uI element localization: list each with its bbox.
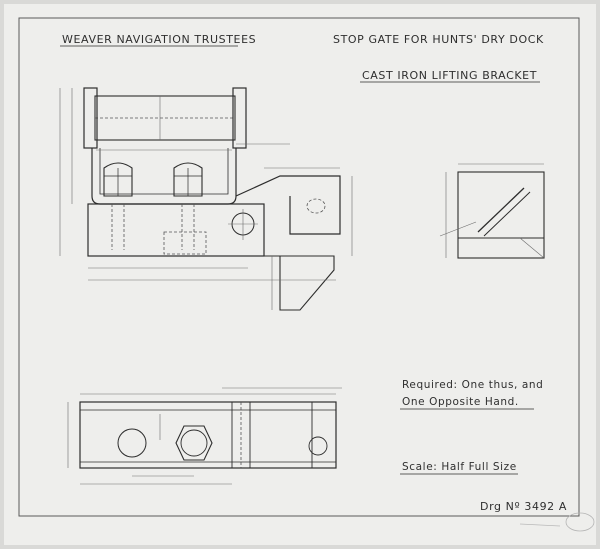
plan-view <box>67 387 342 485</box>
plan-right-bolt <box>180 429 208 457</box>
lower-arm <box>264 255 335 311</box>
part-title: CAST IRON LIFTING BRACKET <box>362 69 537 82</box>
left-end-cap <box>83 87 98 149</box>
plan-lug-hole <box>308 436 328 456</box>
plan-lug <box>280 401 313 469</box>
required-note-line2: One Opposite Hand. <box>402 396 519 408</box>
taper-edge-b <box>483 191 531 237</box>
taper-edge-a <box>477 187 525 233</box>
scale-note: Scale: Half Full Size <box>402 461 517 473</box>
front-elevation-view <box>59 87 353 311</box>
nut-pocket <box>163 231 207 255</box>
subject-title: STOP GATE FOR HUNTS' DRY DOCK <box>333 33 544 46</box>
required-note-line1: Required: One thus, and <box>402 379 543 391</box>
u-strap-inner <box>99 148 229 195</box>
drawing-number: Drg Nº 3492 A <box>480 500 567 513</box>
pencil-mark <box>519 523 561 527</box>
right-end-cap <box>232 87 247 149</box>
organisation-title: WEAVER NAVIGATION TRUSTEES <box>62 33 256 46</box>
plan-left-bolt <box>117 428 147 458</box>
side-view-outline <box>457 171 545 259</box>
paper-background <box>4 4 596 545</box>
drawing-border <box>18 17 580 517</box>
archive-stamp <box>565 512 595 532</box>
side-view <box>439 163 545 259</box>
left-nut <box>103 162 133 197</box>
lug-hole-hidden <box>306 198 326 214</box>
side-chamfer <box>519 237 545 259</box>
plan-outline <box>79 401 337 469</box>
plan-right-hex-nut <box>175 425 213 461</box>
taper-leader <box>439 221 477 237</box>
side-lug <box>235 175 341 235</box>
right-nut <box>173 162 203 197</box>
